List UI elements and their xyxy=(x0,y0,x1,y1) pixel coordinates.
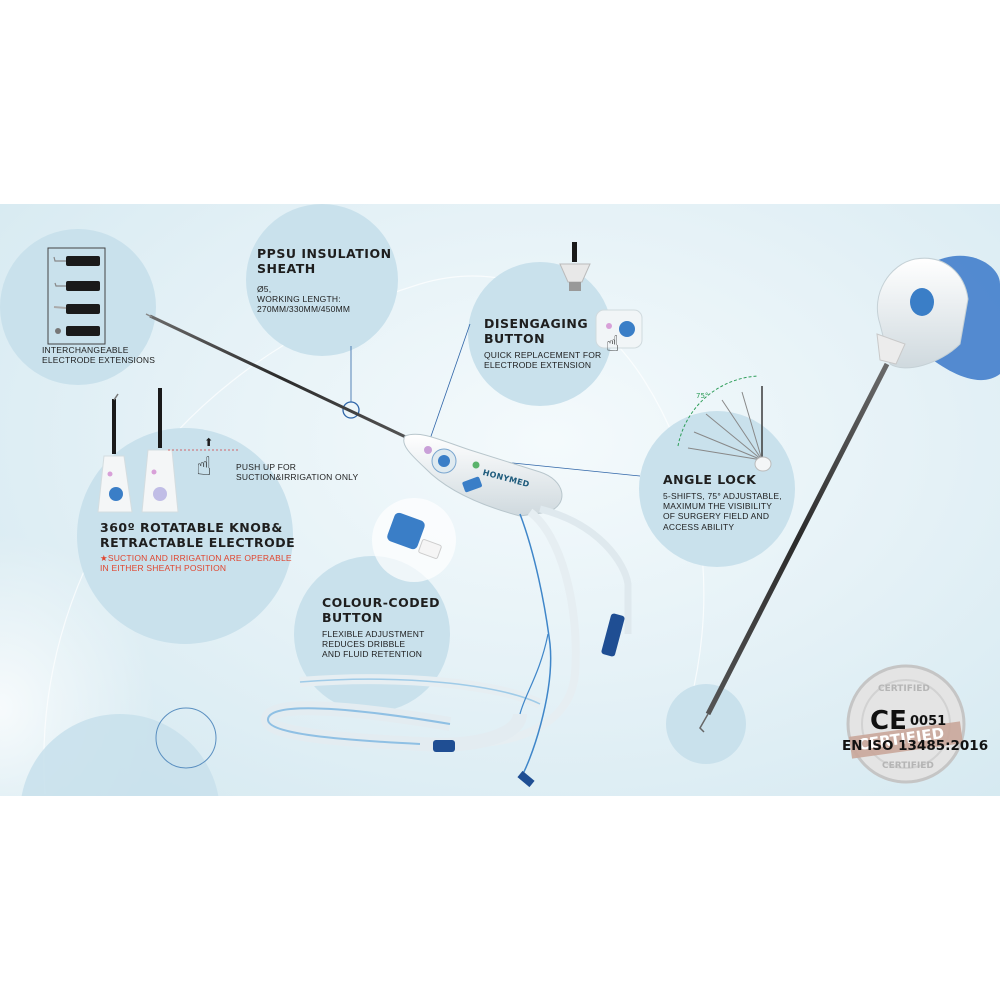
disengaging-inset xyxy=(559,242,643,349)
hand-pointer-icon: ☝ xyxy=(606,332,620,357)
corner-circle xyxy=(21,714,219,796)
colour-button-inset xyxy=(372,498,456,582)
angle-title: ANGLE LOCK xyxy=(663,472,757,487)
extensions-frame xyxy=(47,247,106,345)
hand-pointer-icon: ☝ xyxy=(196,452,212,482)
knob-title: 360º ROTATABLE KNOB&RETRACTABLE ELECTROD… xyxy=(100,520,296,550)
ce-mark-icon: CE xyxy=(870,706,907,736)
ppsu-desc: Ø5,WORKING LENGTH:270MM/330MM/450MM xyxy=(257,284,351,315)
knob-circle xyxy=(77,428,293,644)
certified-seal-icon xyxy=(846,664,966,784)
device-handle xyxy=(403,433,563,517)
up-arrow-icon: ⬆ xyxy=(204,436,214,449)
angle-value: 75° xyxy=(696,392,709,400)
insulation-sheath xyxy=(149,314,413,442)
angle-desc: 5-SHIFTS, 75° ADJUSTABLE,MAXIMUM THE VIS… xyxy=(663,491,782,532)
cert-top-text: CERTIFIED xyxy=(878,684,930,694)
electrode-tips xyxy=(53,256,100,336)
ce-number: 0051 xyxy=(910,714,947,729)
outline-circle xyxy=(155,707,217,769)
iso-label: EN ISO 13485:2016 xyxy=(842,738,989,754)
knob-inset xyxy=(97,388,240,513)
angle-lock-inset xyxy=(677,375,772,472)
right-product xyxy=(699,255,1000,733)
ppsu-circle xyxy=(246,204,398,356)
colour-circle xyxy=(294,556,450,712)
product-illustration xyxy=(0,204,1000,796)
tip-circle xyxy=(666,684,746,764)
disengaging-circle xyxy=(468,262,612,406)
cert-bottom-text: CERTIFIED xyxy=(882,761,934,771)
angle-circle xyxy=(639,411,795,567)
